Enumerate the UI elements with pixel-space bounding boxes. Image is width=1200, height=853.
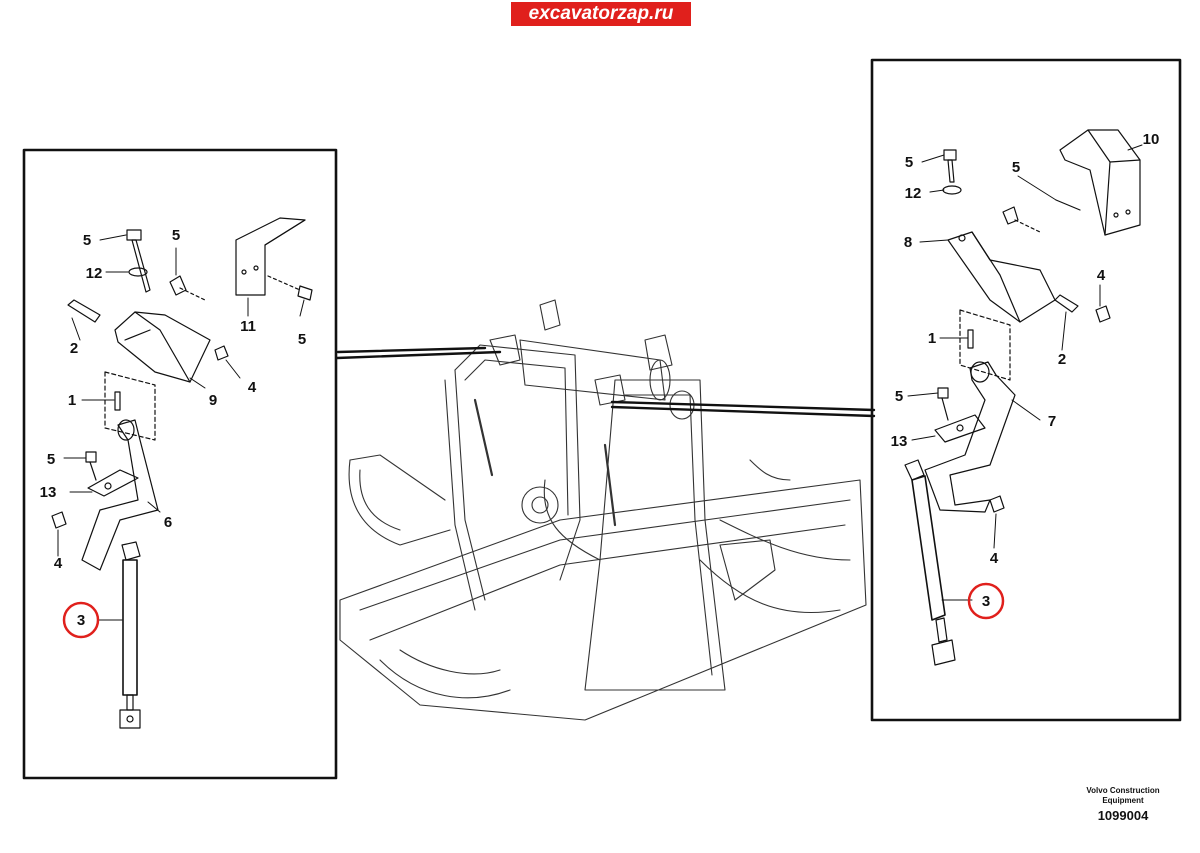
left-callout-4-top: 4 (248, 379, 257, 396)
left-callout-5-lower: 5 (47, 451, 55, 468)
left-callout-13: 13 (40, 484, 57, 501)
right-callout-8: 8 (904, 234, 912, 251)
right-callout-5-lower: 5 (895, 388, 903, 405)
right-callout-1: 1 (928, 330, 936, 347)
right-callout-3: 3 (982, 593, 990, 610)
manufacturer-line-2: Equipment (1102, 796, 1144, 805)
right-callout-7: 7 (1048, 413, 1056, 430)
right-assembly-drawing (904, 129, 1141, 666)
right-detail-box (870, 58, 1182, 722)
right-callout-12: 12 (905, 185, 922, 202)
manufacturer-line-1: Volvo Construction (1086, 786, 1160, 795)
right-callout-5-mid: 5 (1012, 159, 1020, 176)
left-detail-box (22, 148, 338, 780)
right-highlight-circle (967, 582, 1005, 620)
right-callout-5-top: 5 (905, 154, 913, 171)
site-watermark-badge[interactable]: excavatorzap.ru (511, 2, 691, 26)
left-callout-9: 9 (209, 392, 217, 409)
manufacturer-label: Volvo Construction Equipment (1060, 786, 1186, 806)
figure-number: 1099004 (1097, 808, 1149, 823)
right-callout-labels: 10 5 12 5 8 4 2 1 5 7 13 4 3 (891, 131, 1160, 610)
left-callout-leaders (57, 234, 305, 621)
excavator-frame-drawing (339, 299, 867, 721)
right-callout-4-top: 4 (1097, 267, 1106, 284)
right-callout-2: 2 (1058, 351, 1066, 368)
left-callout-2: 2 (70, 340, 78, 357)
right-callout-13: 13 (891, 433, 908, 450)
left-assembly-drawing (51, 217, 313, 729)
left-callout-11: 11 (240, 318, 256, 335)
right-callout-10: 10 (1143, 131, 1160, 148)
left-callout-1: 1 (68, 392, 76, 409)
left-callout-3: 3 (77, 612, 85, 629)
leader-lines (335, 346, 876, 418)
left-callout-5-right: 5 (298, 331, 306, 348)
left-callout-5-mid: 5 (172, 227, 180, 244)
left-callout-6: 6 (164, 514, 172, 531)
right-callout-leaders (907, 144, 1143, 601)
left-callout-5-top: 5 (83, 232, 91, 249)
right-callout-4-lower: 4 (990, 550, 999, 567)
left-highlight-circle (62, 601, 100, 639)
left-callout-4-lower: 4 (54, 555, 63, 572)
left-callout-labels: 5 12 5 11 5 2 9 4 1 5 13 6 4 3 (40, 227, 307, 629)
left-callout-12: 12 (86, 265, 103, 282)
